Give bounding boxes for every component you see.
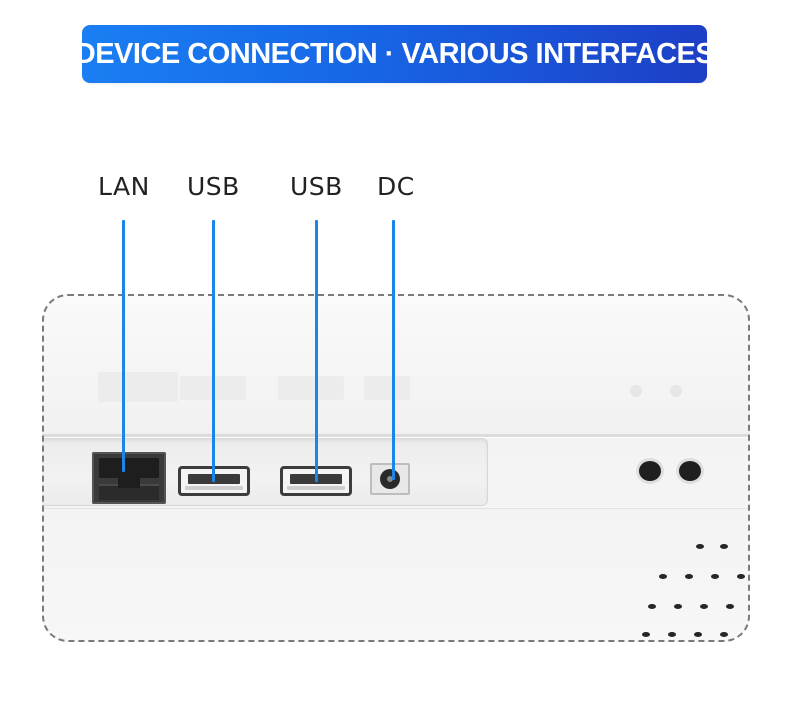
dc-pointer-line: [392, 220, 395, 480]
vent-hole: [674, 604, 682, 609]
vent-hole: [720, 544, 728, 549]
title-banner: DEVICE CONNECTION · VARIOUS INTERFACES: [75, 25, 715, 83]
top-face-dot: [630, 385, 642, 397]
screw-hole: [679, 461, 701, 481]
vent-hole: [696, 544, 704, 549]
lan-port: [92, 452, 166, 504]
vent-hole: [694, 632, 702, 637]
lan-port-inner: [99, 484, 159, 500]
top-face-dot: [670, 385, 682, 397]
usb-label-2: USB: [290, 172, 343, 201]
banner-title: DEVICE CONNECTION · VARIOUS INTERFACES: [74, 37, 715, 70]
vent-hole: [642, 632, 650, 637]
dc-power-jack: [370, 463, 410, 495]
device-top-face: [42, 294, 750, 434]
vent-hole: [659, 574, 667, 579]
top-face-relief: [364, 376, 410, 400]
vent-hole: [737, 574, 745, 579]
usb-label-1: USB: [187, 172, 240, 201]
device-side-panel: [42, 294, 750, 642]
vent-hole: [700, 604, 708, 609]
lan-pointer-line: [122, 220, 125, 472]
screw-hole: [639, 461, 661, 481]
usb-slot: [185, 486, 243, 490]
usb-slot: [287, 486, 345, 490]
device-lower-face: [42, 508, 750, 642]
vent-hole: [668, 632, 676, 637]
vent-hole: [685, 574, 693, 579]
vent-hole: [711, 574, 719, 579]
top-face-relief: [278, 376, 344, 400]
lan-label: LAN: [98, 172, 150, 201]
device-edge: [42, 434, 750, 437]
vent-hole: [726, 604, 734, 609]
top-face-relief: [98, 372, 178, 402]
usb-pointer-line-2: [315, 220, 318, 482]
dc-label: DC: [377, 172, 415, 201]
vent-hole: [648, 604, 656, 609]
vent-hole: [720, 632, 728, 637]
usb-pointer-line-1: [212, 220, 215, 482]
